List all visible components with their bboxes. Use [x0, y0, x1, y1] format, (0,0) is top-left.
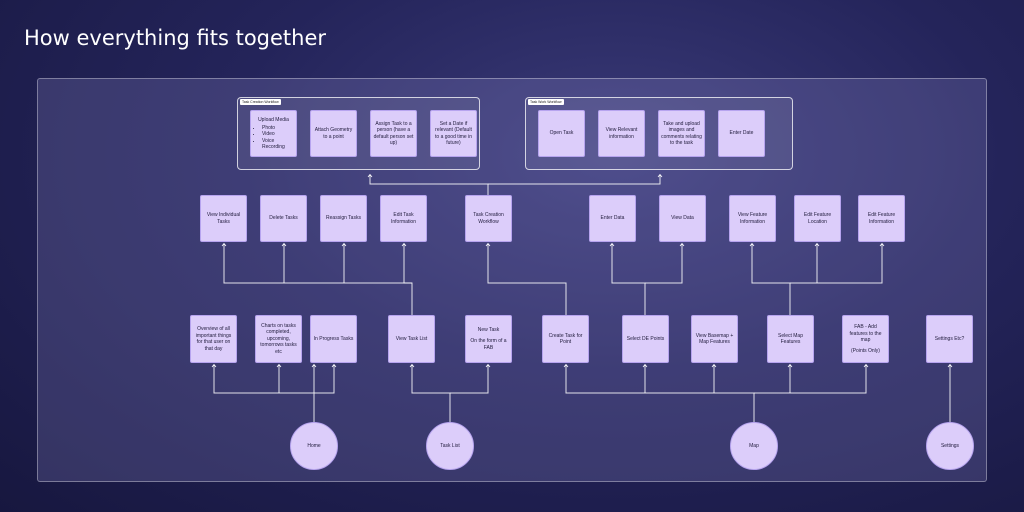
- node-label: New Task: [477, 326, 500, 333]
- delete-tasks-node[interactable]: Delete Tasks: [260, 195, 307, 242]
- new-task-node[interactable]: New Task On the form of a FAB: [465, 315, 512, 363]
- node-label: FAB - Add features to the map: [849, 324, 882, 343]
- node-sublabel: (Points Only): [851, 347, 880, 354]
- set-date-node[interactable]: Set a Date if relevant (Default to a goo…: [430, 110, 477, 157]
- reassign-tasks-node[interactable]: Reassign Tasks: [320, 195, 367, 242]
- group-label: Task Creation Workflow: [240, 99, 281, 105]
- view-basemap-node[interactable]: View Basemap + Map Features: [691, 315, 738, 363]
- list-item: Video: [262, 131, 294, 138]
- list-item: Photo: [262, 125, 294, 132]
- view-task-list-node[interactable]: View Task List: [388, 315, 435, 363]
- view-data-node[interactable]: View Data: [659, 195, 706, 242]
- take-upload-images-node[interactable]: Take and upload images and comments rela…: [658, 110, 705, 157]
- enter-date-node[interactable]: Enter Date: [718, 110, 765, 157]
- attach-geometry-node[interactable]: Attach Geometry to a point: [310, 110, 357, 157]
- assign-task-node[interactable]: Assign Task to a person (have a default …: [370, 110, 417, 157]
- group-label: Task Work Workflow: [528, 99, 564, 105]
- in-progress-tasks-node[interactable]: In Progress Tasks: [310, 315, 357, 363]
- view-relevant-information-node[interactable]: View Relevant information: [598, 110, 645, 157]
- enter-data-node[interactable]: Enter Data: [589, 195, 636, 242]
- view-individual-tasks-node[interactable]: View Individual Tasks: [200, 195, 247, 242]
- node-label: Upload Media: [258, 117, 289, 123]
- fab-add-features-node[interactable]: FAB - Add features to the map (Points On…: [842, 315, 889, 363]
- task-list-node[interactable]: Task List: [426, 422, 474, 470]
- page-title: How everything fits together: [24, 26, 327, 50]
- open-task-node[interactable]: Open Task: [538, 110, 585, 157]
- media-list: Photo Video Voice Recording: [253, 125, 294, 151]
- view-feature-information-node[interactable]: View Feature Information: [729, 195, 776, 242]
- overview-node[interactable]: Overview of all important things for tha…: [190, 315, 237, 363]
- settings-etc-node[interactable]: Settings Etc?: [926, 315, 973, 363]
- select-map-features-node[interactable]: Select Map Features: [767, 315, 814, 363]
- edit-feature-information-node[interactable]: Edit Feature Information: [858, 195, 905, 242]
- list-item: Voice Recording: [262, 138, 294, 151]
- upload-media-node[interactable]: Upload Media Photo Video Voice Recording: [250, 110, 297, 157]
- create-task-for-point-node[interactable]: Create Task for Point: [542, 315, 589, 363]
- charts-on-tasks-node[interactable]: Charts on tasks completed, upcoming, tom…: [255, 315, 302, 363]
- edit-feature-location-node[interactable]: Edit Feature Location: [794, 195, 841, 242]
- settings-node[interactable]: Settings: [926, 422, 974, 470]
- diagram-board: [37, 78, 987, 482]
- node-sublabel: On the form of a FAB: [470, 338, 507, 351]
- select-de-points-node[interactable]: Select DE Points: [622, 315, 669, 363]
- task-creation-workflow-node[interactable]: Task Creation Workflow: [465, 195, 512, 242]
- edit-task-information-node[interactable]: Edit Task Information: [380, 195, 427, 242]
- map-node[interactable]: Map: [730, 422, 778, 470]
- home-node[interactable]: Home: [290, 422, 338, 470]
